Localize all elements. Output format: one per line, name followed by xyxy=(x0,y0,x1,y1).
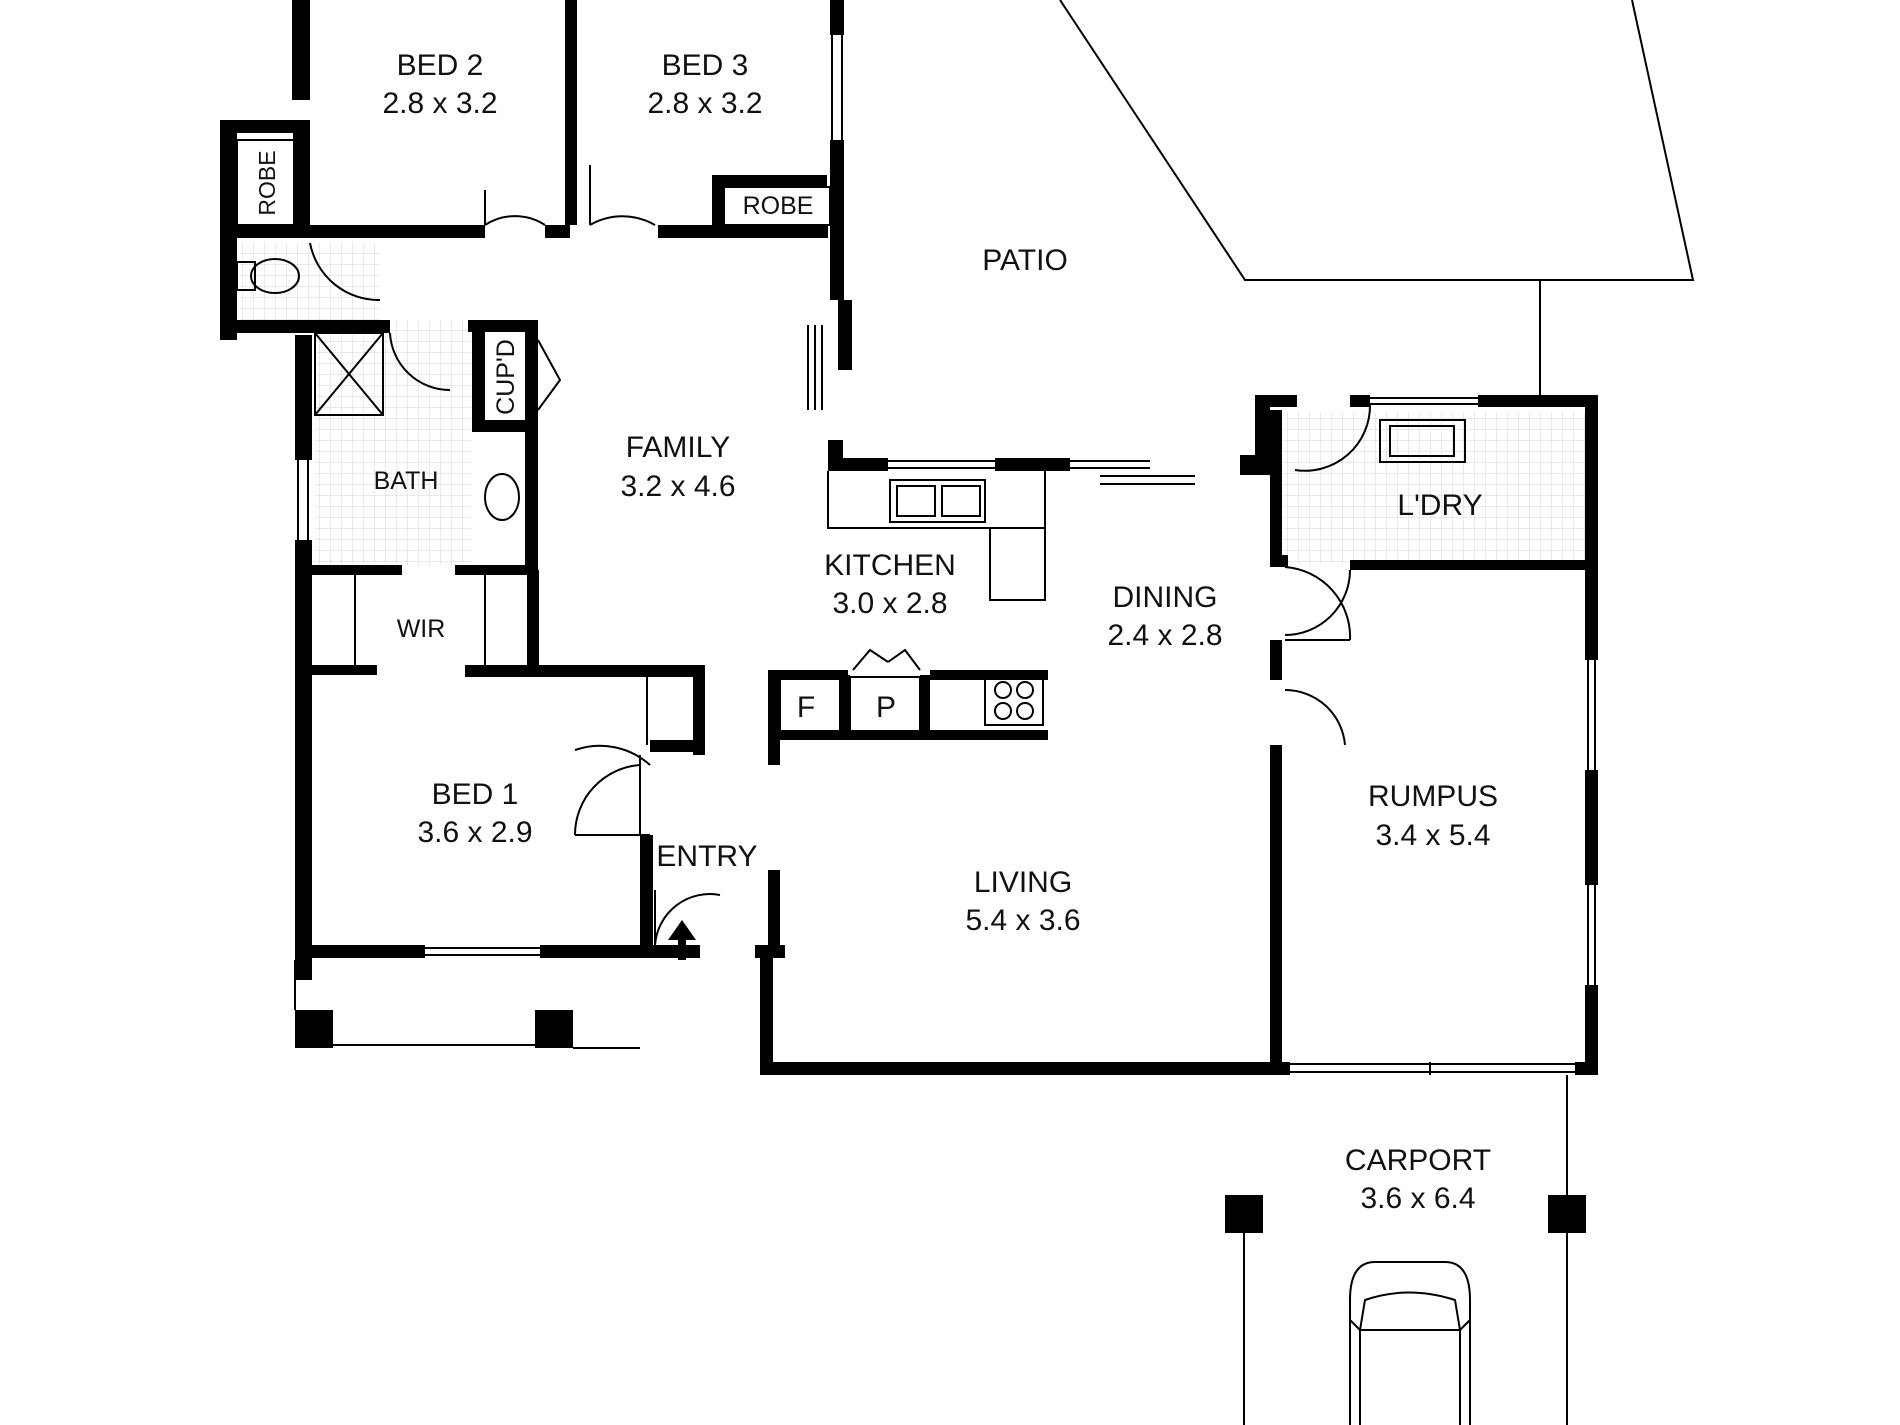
rumpus-size: 3.4 x 5.4 xyxy=(1375,819,1490,852)
bed1-size: 3.6 x 2.9 xyxy=(417,816,532,849)
patio-roof-outline xyxy=(1059,0,1695,281)
pantry-name: P xyxy=(876,691,896,724)
dining-name: DINING xyxy=(1113,581,1218,614)
cupboard-box xyxy=(483,329,527,423)
cupboard-name: CUP'D xyxy=(492,339,520,415)
bed1-name: BED 1 xyxy=(432,778,519,811)
bath-name: BATH xyxy=(374,467,439,495)
fridge-box xyxy=(779,676,841,733)
kitchen-size: 3.0 x 2.8 xyxy=(832,587,947,620)
room-labels: BED 2 2.8 x 3.2 BED 3 2.8 x 3.2 PATIO FA… xyxy=(254,49,1498,1215)
bath-tiles xyxy=(315,320,471,565)
entry-name: ENTRY xyxy=(656,840,757,873)
rumpus-name: RUMPUS xyxy=(1368,780,1498,813)
laundry-tiles xyxy=(1283,412,1589,564)
family-name: FAMILY xyxy=(626,431,730,464)
wir-name: WIR xyxy=(397,615,446,643)
fridge-name: F xyxy=(797,691,815,724)
patio-name: PATIO xyxy=(982,244,1068,277)
robe-bed2-name: ROBE xyxy=(254,150,280,215)
entry-arrow-icon xyxy=(668,920,696,960)
kitchen-name: KITCHEN xyxy=(824,549,956,582)
door-swings xyxy=(309,165,1372,946)
living-size: 5.4 x 3.6 xyxy=(965,904,1080,937)
dining-size: 2.4 x 2.8 xyxy=(1107,619,1222,652)
walls xyxy=(220,0,1598,1233)
bed2-size: 2.8 x 3.2 xyxy=(382,87,497,120)
robe-bed3-box xyxy=(723,186,831,226)
pantry-box xyxy=(849,676,921,733)
car-icon xyxy=(1349,1261,1471,1425)
robe-bed3-name: ROBE xyxy=(743,192,814,220)
family-size: 3.2 x 4.6 xyxy=(620,470,735,503)
carport-name: CARPORT xyxy=(1345,1144,1491,1177)
bed2-name: BED 2 xyxy=(397,49,484,82)
robe-bed2-box xyxy=(236,139,296,226)
carport-size: 3.6 x 6.4 xyxy=(1360,1182,1475,1215)
toilet-tiles xyxy=(240,243,380,321)
laundry-name: L'DRY xyxy=(1397,489,1482,522)
living-name: LIVING xyxy=(974,866,1072,899)
bed3-name: BED 3 xyxy=(662,49,749,82)
fixtures xyxy=(221,0,1596,1425)
bed3-size: 2.8 x 3.2 xyxy=(647,87,762,120)
